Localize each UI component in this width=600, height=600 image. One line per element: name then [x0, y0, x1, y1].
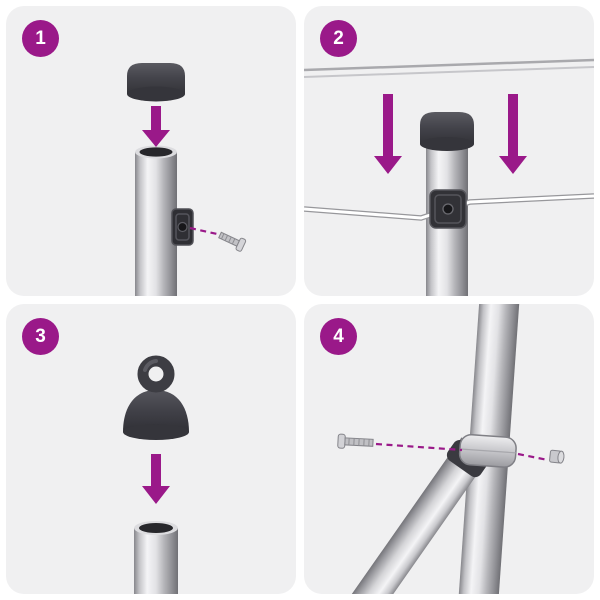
- left-screw-guide-dashed-line: [375, 442, 463, 452]
- step-badge-1: 1: [22, 20, 59, 57]
- down-arrow-left-icon: [374, 94, 402, 174]
- step-number-4: 4: [333, 325, 344, 347]
- pole-tube: [134, 521, 178, 594]
- panel-step-2: 2: [304, 6, 594, 296]
- step-2-illustration-pole-onto-wire: [304, 58, 594, 296]
- panel-step-3: 3: [6, 304, 296, 594]
- step-number-1: 1: [35, 27, 46, 49]
- down-arrow-icon: [142, 454, 170, 504]
- right-screw-guide-dashed-line: [517, 452, 549, 462]
- bolt-icon: [337, 433, 374, 449]
- panel-step-1: 1: [6, 6, 296, 296]
- wire-clamp-block: [171, 208, 194, 246]
- step-badge-3: 3: [22, 318, 59, 355]
- nut-icon: [549, 449, 565, 464]
- step-badge-4: 4: [320, 318, 357, 355]
- step-number-3: 3: [35, 325, 46, 347]
- down-arrow-icon: [142, 106, 170, 147]
- step-3-illustration-eyelet-cap: [123, 355, 189, 594]
- step-number-2: 2: [333, 27, 344, 49]
- step-4-illustration-brace-clamp: [335, 304, 565, 594]
- wire-clamp-block: [429, 189, 467, 229]
- eyelet-cap-icon: [123, 355, 189, 440]
- down-arrow-right-icon: [499, 94, 527, 174]
- step-1-illustration-cap-and-clamp: [127, 63, 247, 296]
- end-cap-icon: [420, 112, 474, 151]
- pole-clamp-bracket: [458, 433, 517, 468]
- top-wires: [304, 58, 594, 78]
- panel-step-4: 4: [304, 304, 594, 594]
- end-cap-icon: [127, 63, 185, 102]
- step-badge-2: 2: [320, 20, 357, 57]
- pole-tube: [135, 145, 177, 296]
- screw-icon: [218, 231, 247, 252]
- screw-guide-dashed-line: [189, 226, 218, 236]
